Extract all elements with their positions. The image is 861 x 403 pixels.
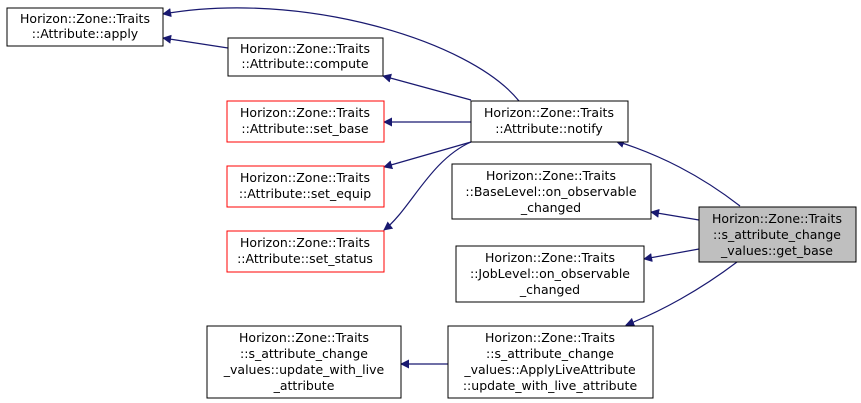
node-attribute-compute[interactable]: Horizon::Zone::Traits ::Attribute::compu… — [227, 37, 384, 77]
edge-notify-to-compute — [382, 73, 472, 101]
node-line: _values::update_with_live — [223, 362, 385, 377]
node-line: ::update_with_live_attribute — [463, 378, 638, 393]
node-line: Horizon::Zone::Traits — [484, 105, 614, 120]
node-line: ::s_attribute_change — [713, 227, 841, 242]
node-attribute-notify[interactable]: Horizon::Zone::Traits ::Attribute::notif… — [470, 100, 629, 143]
node-line: Horizon::Zone::Traits — [485, 330, 615, 345]
node-update-with-live-attribute[interactable]: Horizon::Zone::Traits ::s_attribute_chan… — [206, 325, 402, 399]
node-line: Horizon::Zone::Traits — [240, 170, 370, 185]
node-line: Horizon::Zone::Traits — [486, 168, 616, 183]
node-line: Horizon::Zone::Traits — [239, 330, 369, 345]
node-line: _attribute — [273, 378, 335, 393]
node-line: _values::ApplyLiveAttribute — [463, 362, 636, 377]
edge-get-base-to-notify — [615, 139, 741, 207]
node-attribute-apply[interactable]: Horizon::Zone::Traits ::Attribute::apply — [6, 7, 164, 47]
node-line: ::s_attribute_change — [240, 346, 368, 361]
node-line: _values::get_base — [720, 243, 833, 258]
node-line: ::Attribute::notify — [495, 121, 603, 136]
node-line: Horizon::Zone::Traits — [485, 250, 615, 265]
node-line: ::JobLevel::on_observable — [470, 266, 630, 281]
edge-notify-to-set-equip — [383, 141, 472, 170]
edge-get-base-to-apply-live — [625, 261, 738, 327]
node-line: Horizon::Zone::Traits — [240, 105, 370, 120]
node-attribute-set-equip[interactable]: Horizon::Zone::Traits ::Attribute::set_e… — [226, 165, 385, 208]
node-line: ::Attribute::set_equip — [239, 186, 371, 201]
node-baselevel-on-observable-changed[interactable]: Horizon::Zone::Traits ::BaseLevel::on_ob… — [451, 163, 652, 220]
edge-compute-to-apply — [162, 34, 229, 49]
edge-get-base-to-joblevel — [643, 248, 700, 262]
node-line: _changed — [520, 200, 581, 215]
edge-notify-to-set-status — [383, 141, 472, 231]
node-line: _changed — [519, 282, 580, 297]
node-line: ::Attribute::apply — [32, 26, 139, 41]
node-line: Horizon::Zone::Traits — [240, 235, 370, 250]
node-line: Horizon::Zone::Traits — [240, 41, 370, 56]
node-line: Horizon::Zone::Traits — [20, 11, 150, 26]
edges — [162, 7, 741, 369]
node-apply-live-attribute-update[interactable]: Horizon::Zone::Traits ::s_attribute_chan… — [447, 325, 654, 399]
edge-get-base-to-baselevel — [650, 208, 700, 221]
node-line: Horizon::Zone::Traits — [712, 211, 842, 226]
node-line: ::Attribute::set_status — [237, 251, 373, 266]
edge-notify-to-apply — [162, 7, 520, 102]
node-line: ::s_attribute_change — [486, 346, 614, 361]
nodes: Horizon::Zone::Traits ::Attribute::apply… — [6, 7, 857, 399]
node-line: ::BaseLevel::on_observable — [465, 184, 636, 199]
node-get-base-focus[interactable]: Horizon::Zone::Traits ::s_attribute_chan… — [698, 206, 857, 263]
node-line: ::Attribute::set_base — [241, 121, 369, 136]
node-attribute-set-base[interactable]: Horizon::Zone::Traits ::Attribute::set_b… — [226, 100, 385, 143]
node-attribute-set-status[interactable]: Horizon::Zone::Traits ::Attribute::set_s… — [226, 230, 385, 273]
node-joblevel-on-observable-changed[interactable]: Horizon::Zone::Traits ::JobLevel::on_obs… — [455, 245, 645, 303]
node-line: ::Attribute::compute — [241, 56, 368, 71]
